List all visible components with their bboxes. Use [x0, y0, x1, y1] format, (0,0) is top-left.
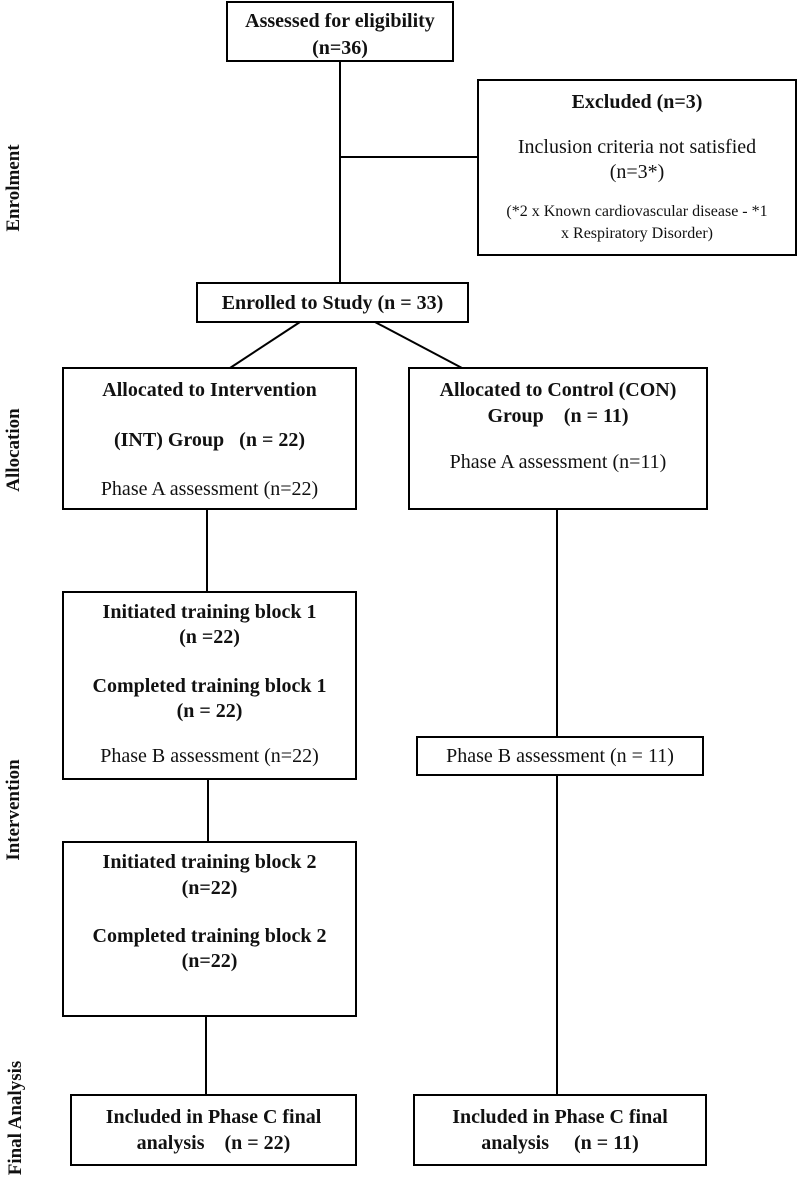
final-con-line2: analysis (n = 11)	[481, 1132, 639, 1154]
final-int-line2: analysis (n = 22)	[136, 1132, 291, 1154]
intervention-group-title-line2: (INT) Group (n = 22)	[113, 429, 306, 451]
intervention-group-box: Allocated to Intervention (INT) Group (n…	[62, 367, 357, 510]
control-group-box: Allocated to Control (CON) Group (n = 11…	[408, 367, 708, 510]
training-block2-box: Initiated training block 2 (n=22) Comple…	[62, 841, 357, 1017]
connector-to-excluded	[340, 156, 478, 158]
connector-int-to-block1	[206, 509, 208, 592]
control-phase-b-box: Phase B assessment (n = 11)	[416, 736, 704, 776]
enrolled-box: Enrolled to Study (n = 33)	[196, 282, 469, 323]
final-analysis-con-box: Included in Phase C final analysis (n = …	[413, 1094, 707, 1166]
eligibility-count: (n=36)	[312, 37, 368, 59]
connector-enrolled-to-int	[229, 321, 301, 369]
excluded-title: Excluded (n=3)	[571, 91, 703, 113]
connector-block2-to-final-int	[205, 1016, 207, 1095]
control-group-title-line1: Allocated to Control (CON)	[439, 379, 677, 401]
final-analysis-int-box: Included in Phase C final analysis (n = …	[70, 1094, 357, 1166]
intervention-group-title-line1: Allocated to Intervention	[102, 379, 317, 401]
control-group-title-line2: Group (n = 11)	[487, 405, 629, 427]
control-phase-a: Phase A assessment (n=11)	[449, 451, 667, 473]
connector-phase-b-to-final-con	[556, 775, 558, 1095]
connector-eligibility-to-enrolled	[339, 61, 341, 283]
block1-phase-b: Phase B assessment (n=22)	[100, 745, 319, 767]
enrolled-title: Enrolled to Study (n = 33)	[221, 292, 444, 314]
excluded-box: Excluded (n=3) Inclusion criteria not sa…	[477, 79, 797, 256]
block1-completed: Completed training block 1	[92, 675, 327, 697]
final-con-line1: Included in Phase C final	[452, 1106, 668, 1128]
block1-initiated-count: (n =22)	[179, 626, 240, 648]
block1-completed-count: (n = 22)	[176, 700, 243, 722]
block1-initiated: Initiated training block 1	[102, 601, 317, 623]
block2-completed-count: (n=22)	[181, 950, 238, 972]
connector-block1-to-block2	[207, 779, 209, 842]
excluded-note-line1: (*2 x Known cardiovascular disease - *1	[506, 203, 768, 220]
eligibility-title: Assessed for eligibility	[245, 10, 435, 32]
block2-initiated-count: (n=22)	[181, 877, 238, 899]
final-int-line1: Included in Phase C final	[105, 1106, 322, 1128]
excluded-reason: Inclusion criteria not satisfied	[517, 136, 757, 158]
block2-initiated: Initiated training block 2	[102, 851, 317, 873]
control-phase-b-label: Phase B assessment (n = 11)	[446, 745, 674, 767]
excluded-reason-count: (n=3*)	[609, 161, 665, 183]
connector-con-to-phase-b	[556, 509, 558, 736]
intervention-phase-a: Phase A assessment (n=22)	[100, 478, 319, 500]
block2-completed: Completed training block 2	[92, 925, 327, 947]
connector-enrolled-to-con	[374, 321, 463, 369]
excluded-note-line2: x Respiratory Disorder)	[561, 225, 713, 242]
eligibility-box: Assessed for eligibility (n=36)	[226, 1, 454, 62]
training-block1-box: Initiated training block 1 (n =22) Compl…	[62, 591, 357, 780]
